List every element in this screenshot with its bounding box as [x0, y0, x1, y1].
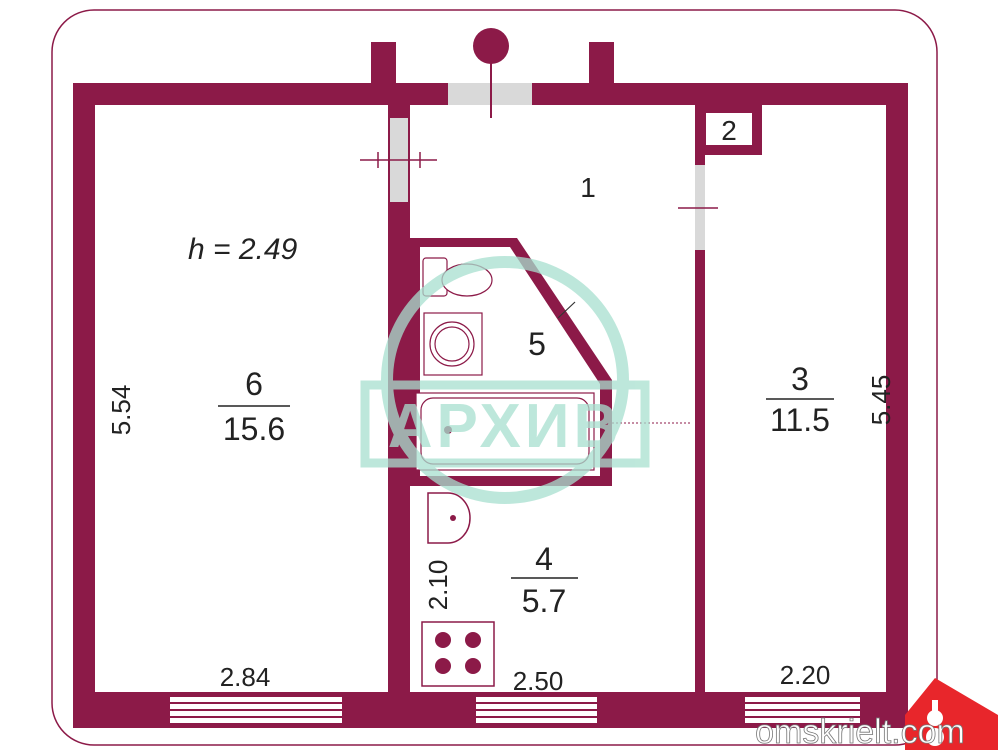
room-5-number: 5: [528, 326, 546, 362]
window: [476, 697, 597, 723]
wall-stub: [371, 42, 396, 87]
washing-machine-icon: [423, 312, 483, 376]
dimension-right-width: 2.20: [780, 660, 831, 690]
closet-interior: [706, 113, 752, 145]
sink-icon: [427, 492, 471, 544]
room-4-number: 4: [535, 541, 553, 577]
dimension-left-height: 5.54: [106, 385, 136, 436]
door-mark: [557, 301, 576, 319]
window: [745, 697, 860, 723]
dimension-left-width: 2.84: [220, 662, 271, 692]
room-4-area: 5.7: [522, 583, 566, 619]
dimension-right-height: 5.45: [866, 375, 896, 426]
entrance-marker: [473, 28, 509, 64]
room-3-area: 11.5: [770, 402, 830, 438]
site-logo-icon: [905, 678, 998, 750]
site-watermark: omskrielt.com: [755, 713, 965, 750]
bathtub-icon: [415, 392, 595, 471]
room-1-number: 1: [580, 172, 596, 203]
room-2-number: 2: [721, 115, 737, 146]
wall-stub: [589, 42, 614, 87]
ceiling-height: h = 2.49: [188, 233, 298, 266]
plan-frame: [51, 9, 938, 746]
stamp-text: АРХИВ: [388, 392, 622, 461]
archive-stamp: АРХИВ: [360, 256, 650, 504]
room-3-number: 3: [791, 361, 809, 397]
room-6-number: 6: [245, 366, 263, 402]
stove-icon: [421, 621, 495, 687]
room-6-area: 15.6: [223, 411, 285, 447]
interior-wall: [388, 105, 410, 692]
dimension-kitchen-height: 2.10: [423, 560, 453, 611]
window: [170, 697, 342, 723]
dimension-middle-width: 2.50: [513, 666, 564, 696]
